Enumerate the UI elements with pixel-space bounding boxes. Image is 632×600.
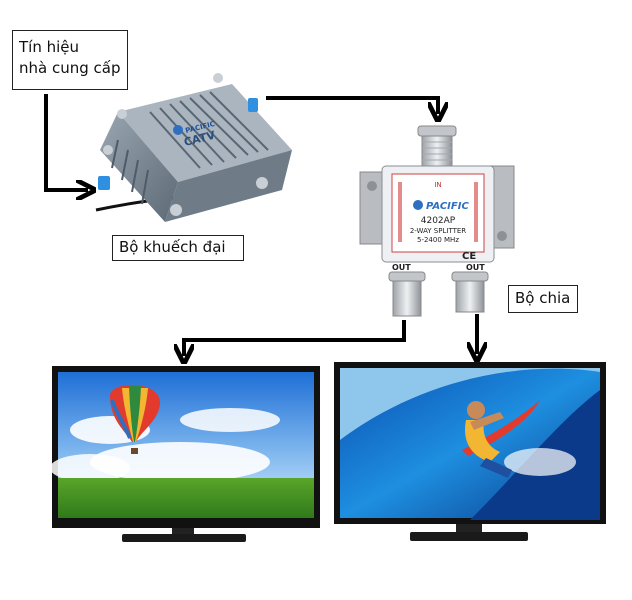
arrow-amplifier-to-splitter — [266, 96, 438, 114]
splitter-out-left-label: OUT — [392, 263, 411, 272]
splitter-ce-text: CE — [462, 251, 476, 262]
tv-left — [50, 366, 320, 542]
splitter-brand-text: PACIFIC — [426, 201, 469, 212]
splitter-label: Bộ chia — [508, 285, 578, 313]
splitter-out-right-label: OUT — [466, 263, 485, 272]
splitter-device: IN PACIFIC 4202AP 2-WAY SPLITTER 5-2400 … — [359, 125, 515, 317]
signal-provider-label-line1: Tín hiệu — [19, 38, 80, 56]
signal-provider-label-line2: nhà cung cấp — [19, 59, 121, 77]
splitter-range-text: 5-2400 MHz — [417, 236, 459, 244]
signal-provider-label: Tín hiệu nhà cung cấp — [12, 30, 128, 90]
arrow-splitter-to-tv-left — [184, 320, 406, 356]
amplifier-label: Bộ khuếch đại — [112, 235, 244, 261]
splitter-in-label: IN — [434, 181, 441, 189]
splitter-model-text: 4202AP — [421, 216, 456, 226]
arrow-signal-to-amplifier — [44, 94, 88, 190]
hot-air-balloon-icon — [110, 384, 161, 454]
splitter-type-text: 2-WAY SPLITTER — [410, 227, 466, 235]
tv-right — [334, 362, 606, 541]
connection-arrows — [44, 94, 477, 356]
amplifier-device: PACIFIC CATV — [95, 73, 292, 222]
surfer-icon — [462, 400, 540, 478]
